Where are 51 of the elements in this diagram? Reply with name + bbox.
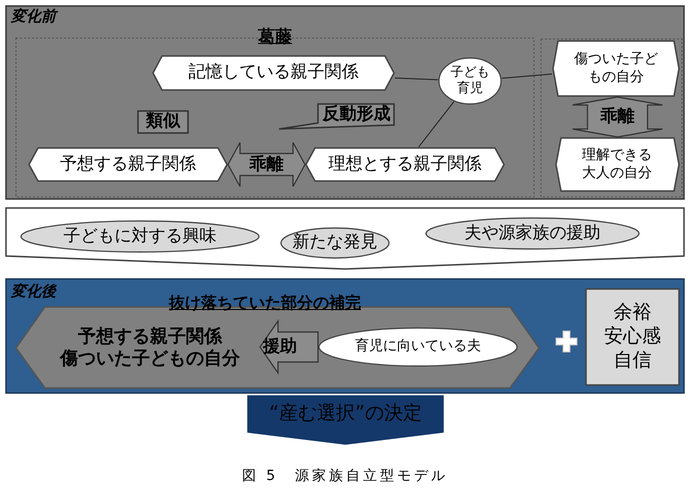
node-label: 類似 — [146, 111, 180, 133]
self-tag — [552, 40, 680, 97]
self-frame — [540, 38, 683, 198]
node-label: 理解できる大人の自分 — [581, 147, 653, 182]
node-label: “産む選択”の決定 — [269, 402, 422, 426]
child-ellipse — [438, 57, 502, 105]
edge-label: 乖離 — [250, 156, 284, 173]
edge-label: 援助 — [263, 338, 297, 356]
node-label: 余裕 — [614, 301, 652, 326]
node-label: 反動形成 — [322, 104, 390, 126]
connector-line — [501, 73, 552, 79]
relationship-tag — [152, 55, 395, 91]
factor-ellipse — [20, 220, 260, 253]
node-label: 育児に向いている夫 — [355, 338, 481, 356]
connector-line — [418, 101, 454, 148]
band — [5, 207, 685, 270]
node-label: 夫や源家族の援助 — [464, 222, 600, 244]
node-label: 予想する親子関係 — [78, 326, 222, 348]
reaction-callout — [278, 103, 395, 130]
node-label: 安心感 — [604, 325, 661, 349]
node-label: 自信 — [614, 348, 652, 373]
edge-label: 乖離 — [600, 108, 634, 126]
relationship-tag — [305, 147, 505, 182]
connector-line — [394, 77, 439, 80]
caption: 図 5 源家族自立型モデル — [242, 467, 448, 486]
node-label: 子ども育児 — [450, 64, 490, 98]
relationship-tag — [28, 147, 228, 182]
node-label: 理想とする親子関係 — [328, 154, 482, 176]
node-label: 新たな発見 — [292, 232, 378, 254]
heading: 葛藤 — [258, 27, 292, 49]
node-label: 記憶している親子関係 — [188, 62, 358, 84]
similarity-box — [137, 110, 189, 134]
before-panel — [5, 5, 685, 200]
heading: 抜け落ちていた部分の補完 — [169, 293, 361, 313]
node-label: 傷ついた子どもの自分 — [573, 51, 659, 86]
node-label: 子どもに対する興味 — [64, 226, 216, 248]
node-label: 傷ついた子どもの自分 — [60, 348, 240, 370]
husband-ellipse — [318, 327, 518, 367]
self-tag — [555, 137, 680, 192]
after-panel — [5, 278, 685, 394]
conflict-frame — [15, 27, 535, 198]
double-arrow — [259, 319, 319, 375]
panel-title: 変化前 — [11, 7, 56, 26]
double-arrow — [227, 142, 306, 188]
node-label: 予想する親子関係 — [60, 154, 196, 176]
factor-ellipse — [425, 217, 640, 250]
outcome-box — [585, 288, 680, 386]
factor-ellipse — [280, 227, 390, 259]
double-arrow — [572, 96, 664, 138]
panel-title: 変化後 — [11, 282, 56, 301]
decision-arrow — [248, 396, 443, 444]
